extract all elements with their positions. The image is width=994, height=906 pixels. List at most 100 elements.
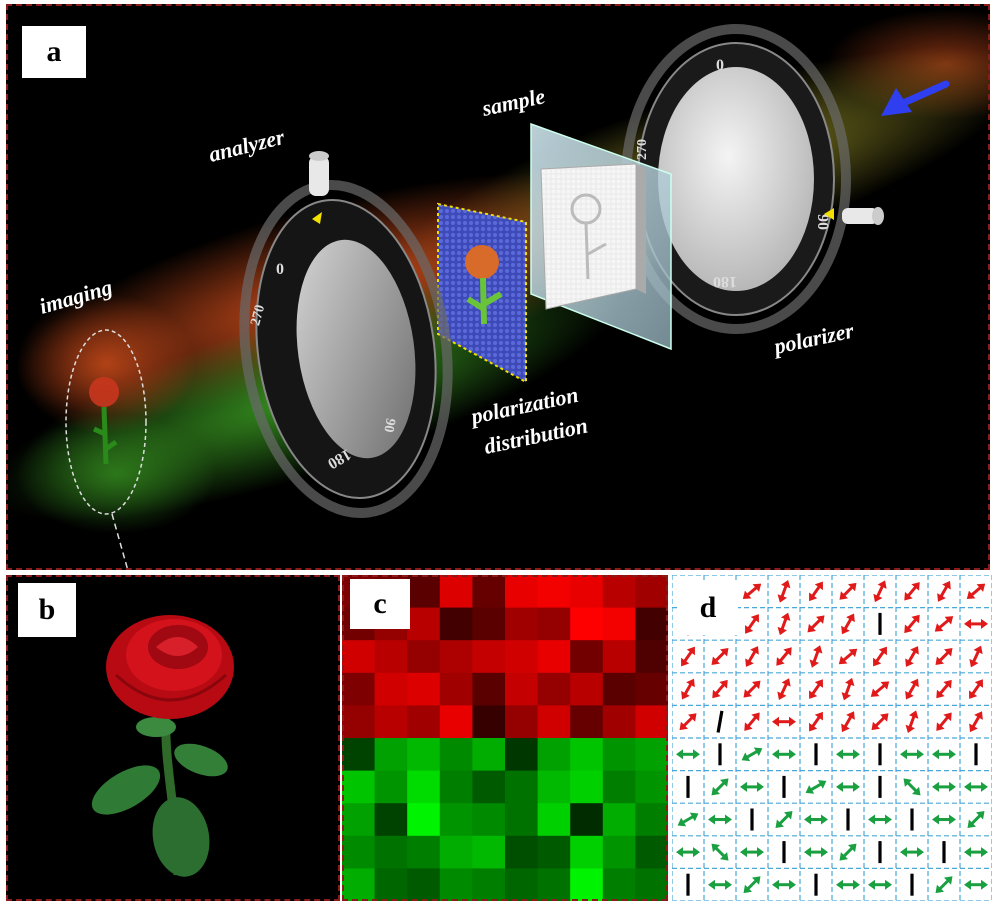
polarization-arrow-icon xyxy=(681,678,695,700)
pixel-cell xyxy=(374,803,408,837)
pixel-cell xyxy=(570,738,604,772)
polarization-arrow-icon xyxy=(804,814,828,825)
pixel-cell xyxy=(505,770,539,804)
pixel-cell xyxy=(505,705,539,739)
polarization-arrow-icon xyxy=(809,645,823,668)
polarization-arrow-icon xyxy=(681,646,695,667)
polarizer-tick-90: 90 xyxy=(814,214,831,230)
polarization-arrow-icon xyxy=(708,814,732,825)
polarization-arrow-icon xyxy=(936,712,952,731)
polarization-arrow-icon xyxy=(772,879,796,890)
polarization-arrow-icon xyxy=(776,647,792,666)
pixel-cell xyxy=(505,803,539,837)
polarizer-tick-270: 270 xyxy=(635,139,650,160)
pixel-cell xyxy=(635,640,669,674)
panel-a-letter: a xyxy=(22,26,86,78)
polarizer-dial: 0 90 180 270 xyxy=(621,24,884,334)
polarization-arrow-icon xyxy=(676,749,700,760)
pixel-cell xyxy=(602,738,636,772)
pixel-cell xyxy=(472,738,506,772)
polarization-arrow-icon xyxy=(740,781,764,792)
polarization-arrow-icon xyxy=(904,614,920,634)
polarization-arrow-icon xyxy=(744,712,760,731)
polarization-arrow-icon xyxy=(772,716,796,727)
pixel-cell xyxy=(570,803,604,837)
polarization-arrow-icon xyxy=(841,711,855,733)
pixel-cell xyxy=(635,705,669,739)
polarization-arrow-icon xyxy=(932,749,956,760)
polarization-arrow-icon xyxy=(711,778,729,796)
pixel-cell xyxy=(602,868,636,902)
pixel-cell xyxy=(537,705,571,739)
pixel-cell xyxy=(635,672,669,706)
polarization-arrow-icon xyxy=(836,749,860,760)
analyzer-tick-0: 0 xyxy=(276,261,284,278)
pixel-cell xyxy=(570,770,604,804)
pixel-cell xyxy=(537,672,571,706)
polarization-arrow-icon xyxy=(836,879,860,890)
pixel-cell xyxy=(407,770,441,804)
pixel-cell xyxy=(407,868,441,902)
pixel-cell xyxy=(472,705,506,739)
pixel-cell xyxy=(570,640,604,674)
polarization-arrow-icon xyxy=(937,580,951,602)
polarization-arrow-icon xyxy=(932,781,956,792)
polarization-bar-icon xyxy=(716,710,724,733)
pixel-cell xyxy=(472,640,506,674)
pixel-cell xyxy=(635,770,669,804)
pixel-cell xyxy=(505,672,539,706)
pixel-cell xyxy=(602,705,636,739)
polarization-arrow-icon xyxy=(868,814,892,825)
polarization-arrow-icon xyxy=(745,614,759,634)
pixel-cell xyxy=(602,770,636,804)
polarization-arrow-icon xyxy=(936,679,952,699)
pixel-cell xyxy=(374,835,408,869)
pixel-cell xyxy=(472,770,506,804)
polarization-arrow-icon xyxy=(964,847,988,858)
pixel-cell xyxy=(570,575,604,609)
polarization-arrow-icon xyxy=(969,711,983,733)
pixel-cell xyxy=(602,575,636,609)
pixel-cell xyxy=(342,640,376,674)
polarization-arrow-icon xyxy=(772,749,796,760)
pixel-cell xyxy=(505,738,539,772)
pixel-cell xyxy=(342,835,376,869)
polarization-arrow-icon xyxy=(745,646,759,667)
polarization-arrow-icon xyxy=(777,612,791,636)
pixel-cell xyxy=(602,672,636,706)
pixel-cell xyxy=(602,640,636,674)
pixel-cell xyxy=(407,835,441,869)
polarization-arrow-icon xyxy=(838,648,858,665)
polarization-arrow-icon xyxy=(969,679,983,699)
pixel-cell xyxy=(635,607,669,641)
polarization-arrow-icon xyxy=(967,811,985,828)
pixel-cell xyxy=(472,868,506,902)
polarization-arrow-icon xyxy=(969,645,983,668)
panel-a: 0 90 180 270 xyxy=(0,4,994,600)
polarization-arrow-icon xyxy=(900,847,924,858)
pixel-cell xyxy=(374,770,408,804)
pixel-cell xyxy=(472,672,506,706)
pixel-cell xyxy=(472,607,506,641)
pixel-cell xyxy=(505,868,539,902)
pixel-cell xyxy=(505,607,539,641)
pixel-cell xyxy=(505,835,539,869)
pixel-cell xyxy=(439,672,473,706)
pixel-cell xyxy=(342,770,376,804)
pixel-cell xyxy=(439,640,473,674)
light-source-arrow-icon xyxy=(881,80,950,116)
polarization-arrow-icon xyxy=(741,747,763,762)
polarization-arrow-icon xyxy=(775,811,793,828)
pixel-cell xyxy=(570,607,604,641)
panel-c: c xyxy=(342,575,669,902)
pixel-cell xyxy=(374,868,408,902)
polarization-arrow-icon xyxy=(679,713,697,731)
pixel-cell xyxy=(602,607,636,641)
rose-leaf xyxy=(136,717,176,737)
polarization-arrow-icon xyxy=(804,847,828,858)
polarization-arrow-icon xyxy=(964,618,988,629)
pixel-cell xyxy=(472,803,506,837)
rose-leaf xyxy=(174,743,228,777)
polarization-arrow-icon xyxy=(934,616,954,632)
polarization-arrow-icon xyxy=(841,677,855,701)
